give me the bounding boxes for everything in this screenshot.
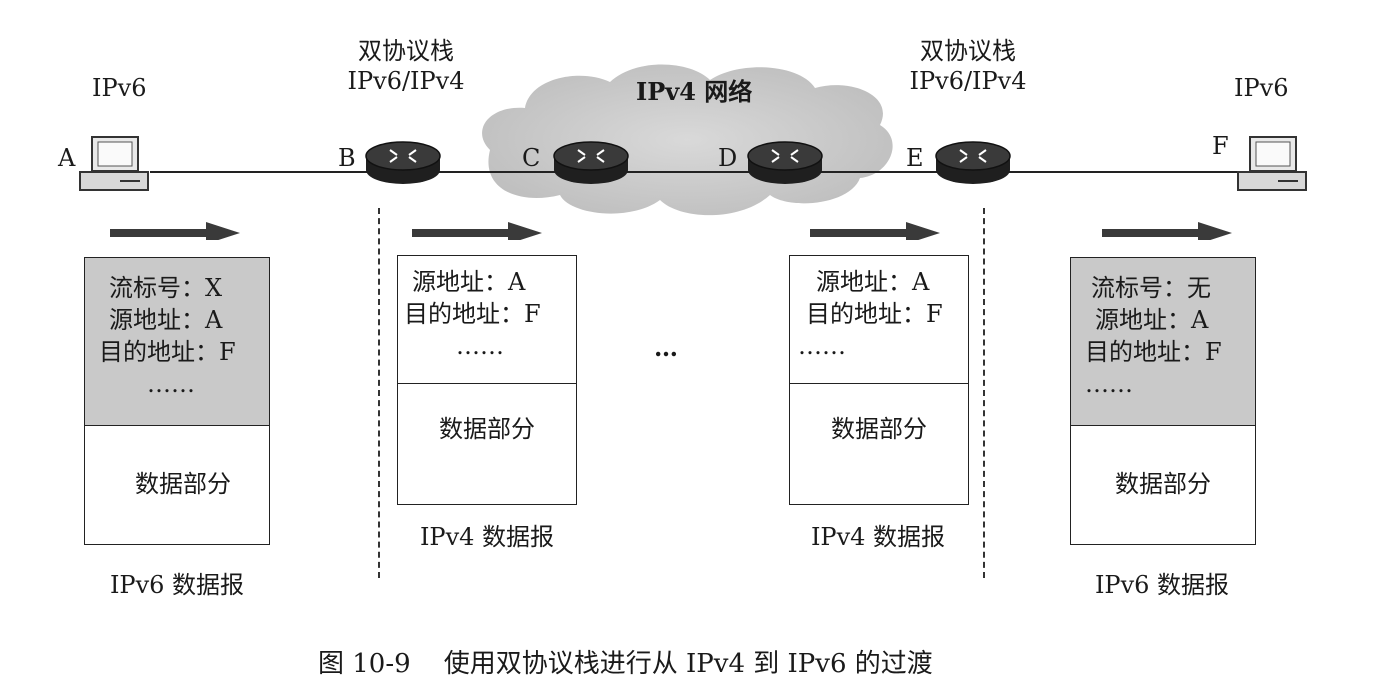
- node-E-label-top: 双协议栈: [920, 37, 1016, 65]
- header-line: ……: [456, 332, 504, 360]
- node-F-letter: F: [1212, 132, 1229, 160]
- header-line: 目的地址：F: [404, 300, 541, 328]
- node-C-letter: C: [522, 144, 541, 172]
- packet-body-label: 数据部分: [135, 470, 231, 498]
- packet-body-label: 数据部分: [439, 415, 535, 443]
- router-icon-C: [553, 141, 629, 184]
- packet-title-mid-left: IPv4 数据报: [419, 523, 555, 551]
- network-diagram: [79, 64, 1307, 240]
- divider-left: [378, 208, 380, 578]
- packet-body: 数据部分: [85, 424, 269, 544]
- cloud-label: IPv4 网络: [636, 77, 753, 106]
- node-B-label: 双协议栈 IPv6/IPv4: [336, 36, 476, 96]
- packet-header: 源地址：A 目的地址：F ……: [790, 256, 968, 384]
- computer-icon-A: [79, 136, 149, 191]
- packet-header: 流标号：X 源地址：A 目的地址：F ……: [85, 258, 269, 426]
- packet-title-right: IPv6 数据报: [1094, 571, 1230, 599]
- packet-body: 数据部分: [398, 382, 576, 504]
- node-E-label: 双协议栈 IPv6/IPv4: [898, 36, 1038, 96]
- computer-icon-F: [1237, 136, 1307, 191]
- header-line: ……: [147, 370, 195, 398]
- node-B-letter: B: [338, 144, 356, 172]
- header-line: 流标号：X: [109, 274, 223, 302]
- header-line: 源地址：A: [109, 306, 223, 334]
- ipv6-packet-right: 流标号：无 源地址：A 目的地址：F …… 数据部分: [1070, 257, 1256, 545]
- node-E-letter: E: [906, 144, 924, 172]
- node-A-letter: A: [58, 144, 76, 172]
- header-line: 源地址：A: [816, 268, 930, 296]
- header-line: ……: [1085, 370, 1133, 398]
- packet-body-label: 数据部分: [1115, 470, 1211, 498]
- header-line: 源地址：A: [1095, 306, 1209, 334]
- packet-title-mid-right: IPv4 数据报: [810, 523, 946, 551]
- arrow-icon-4: [1102, 222, 1232, 240]
- arrow-icon-2: [412, 222, 542, 240]
- header-line: 目的地址：F: [806, 300, 943, 328]
- packet-header: 流标号：无 源地址：A 目的地址：F ……: [1071, 258, 1255, 426]
- header-line: 目的地址：F: [1085, 338, 1222, 366]
- header-line: 源地址：A: [412, 268, 526, 296]
- router-icon-D: [747, 141, 823, 184]
- ipv6-packet-left: 流标号：X 源地址：A 目的地址：F …… 数据部分: [84, 257, 270, 545]
- header-line: 目的地址：F: [99, 338, 236, 366]
- node-B-label-top: 双协议栈: [358, 37, 454, 65]
- router-icon-E: [935, 141, 1011, 184]
- node-D-letter: D: [718, 144, 738, 172]
- packet-header: 源地址：A 目的地址：F ……: [398, 256, 576, 384]
- packet-title-left: IPv6 数据报: [109, 571, 245, 599]
- header-line: 流标号：无: [1091, 274, 1211, 302]
- node-E-label-bottom: IPv6/IPv4: [909, 67, 1027, 95]
- ipv4-packet-left: 源地址：A 目的地址：F …… 数据部分: [397, 255, 577, 505]
- node-A-label: IPv6: [92, 74, 147, 102]
- divider-right: [983, 208, 985, 578]
- node-F-label: IPv6: [1234, 74, 1289, 102]
- arrow-icon-1: [110, 222, 240, 240]
- packet-body: 数据部分: [790, 382, 968, 504]
- header-line: ……: [798, 332, 846, 360]
- packet-body: 数据部分: [1071, 424, 1255, 544]
- node-B-label-bottom: IPv6/IPv4: [347, 67, 465, 95]
- packet-body-label: 数据部分: [831, 415, 927, 443]
- router-icon-B: [365, 141, 441, 184]
- ellipsis: …: [654, 333, 678, 362]
- figure-caption: 图 10-9 使用双协议栈进行从 IPv4 到 IPv6 的过渡: [318, 649, 933, 679]
- ipv4-packet-right: 源地址：A 目的地址：F …… 数据部分: [789, 255, 969, 505]
- arrow-icon-3: [810, 222, 940, 240]
